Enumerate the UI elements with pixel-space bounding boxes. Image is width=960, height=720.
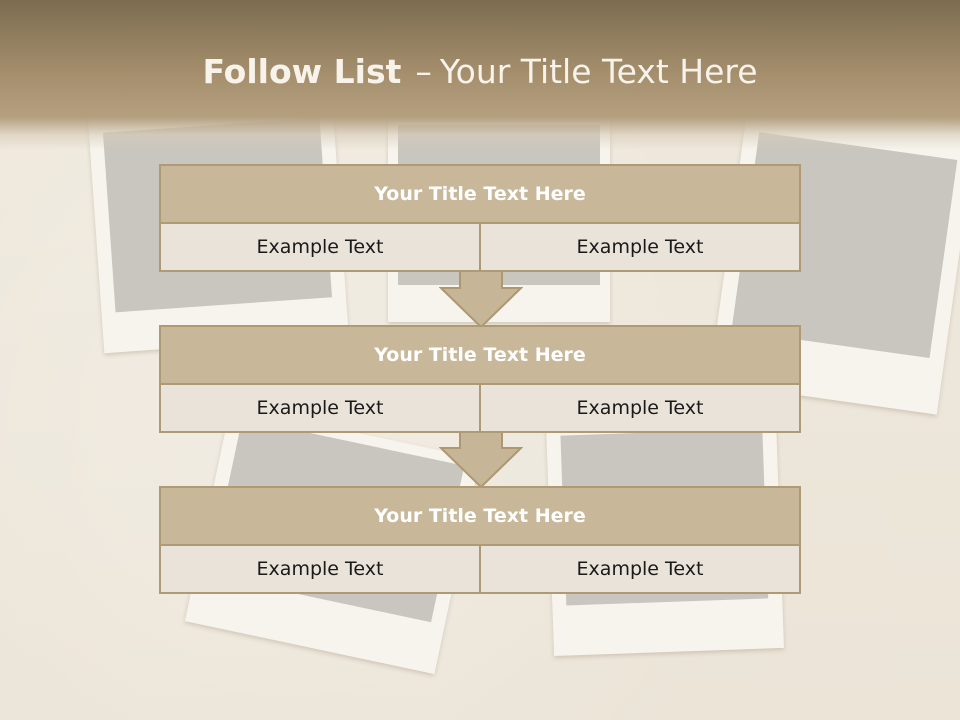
follow-list-block: Your Title Text Here Example Text Exampl… [159,325,801,433]
page-title-separator: – [415,52,432,91]
page-title-subtitle: Your Title Text Here [439,52,758,91]
block-cell: Example Text [481,385,799,431]
block-row: Example Text Example Text [161,224,799,270]
down-arrow-icon [439,271,523,329]
block-title: Your Title Text Here [161,166,799,224]
block-title: Your Title Text Here [161,327,799,385]
follow-list-block: Your Title Text Here Example Text Exampl… [159,486,801,594]
block-cell: Example Text [161,546,479,592]
block-cell: Example Text [161,385,479,431]
block-cell: Example Text [481,224,799,270]
block-row: Example Text Example Text [161,546,799,592]
block-cell: Example Text [161,224,479,270]
page-title: Follow List–Your Title Text Here [0,52,960,91]
title-banner [0,0,960,150]
follow-list-block: Your Title Text Here Example Text Exampl… [159,164,801,272]
down-arrow-icon [439,431,523,489]
block-title: Your Title Text Here [161,488,799,546]
page-title-main: Follow List [202,52,402,91]
block-cell: Example Text [481,546,799,592]
block-row: Example Text Example Text [161,385,799,431]
